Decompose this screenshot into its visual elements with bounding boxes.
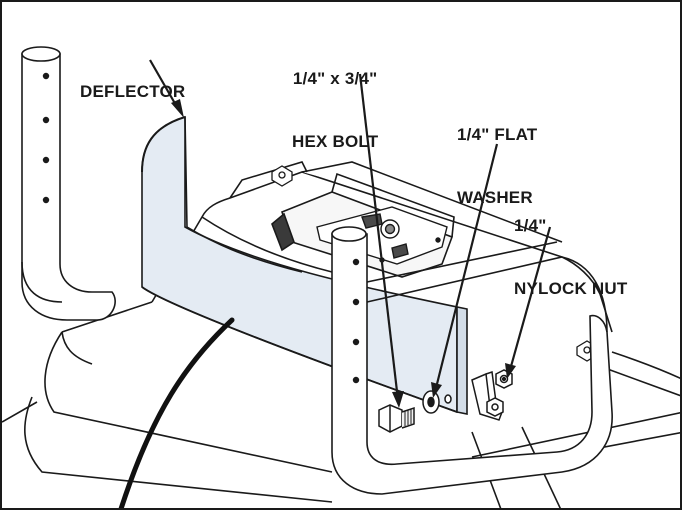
flat-washer-label: 1/4" FLAT WASHER xyxy=(457,82,537,250)
nylock-nut-label-line-1: 1/4" xyxy=(514,216,547,235)
deflector-label: DEFLECTOR xyxy=(80,39,185,144)
flat-washer-label-line-1: 1/4" FLAT xyxy=(457,125,538,144)
hex-bolt-label: 1/4" x 3/4" HEX BOLT xyxy=(292,26,378,194)
right-handle xyxy=(331,226,613,495)
deflector-edge xyxy=(456,306,468,415)
hex-bolt-label-line-2: HEX BOLT xyxy=(292,132,379,151)
hex-bolt-label-line-1: 1/4" x 3/4" xyxy=(292,69,378,88)
hex-bolt xyxy=(378,404,415,433)
left-handle xyxy=(21,46,116,321)
deflector-sheet xyxy=(141,115,458,414)
nylock-nut-label: 1/4" NYLOCK NUT xyxy=(514,173,627,341)
leader-arrowheads xyxy=(171,99,516,408)
leader-lines xyxy=(149,59,552,401)
power-cord xyxy=(118,317,235,508)
nylock-nut xyxy=(486,369,513,417)
flat-washer xyxy=(422,390,452,414)
nylock-nut-label-line-2: NYLOCK NUT xyxy=(514,279,628,298)
deflector-label-line-1: DEFLECTOR xyxy=(80,82,186,101)
flat-washer-label-line-2: WASHER xyxy=(457,188,533,207)
